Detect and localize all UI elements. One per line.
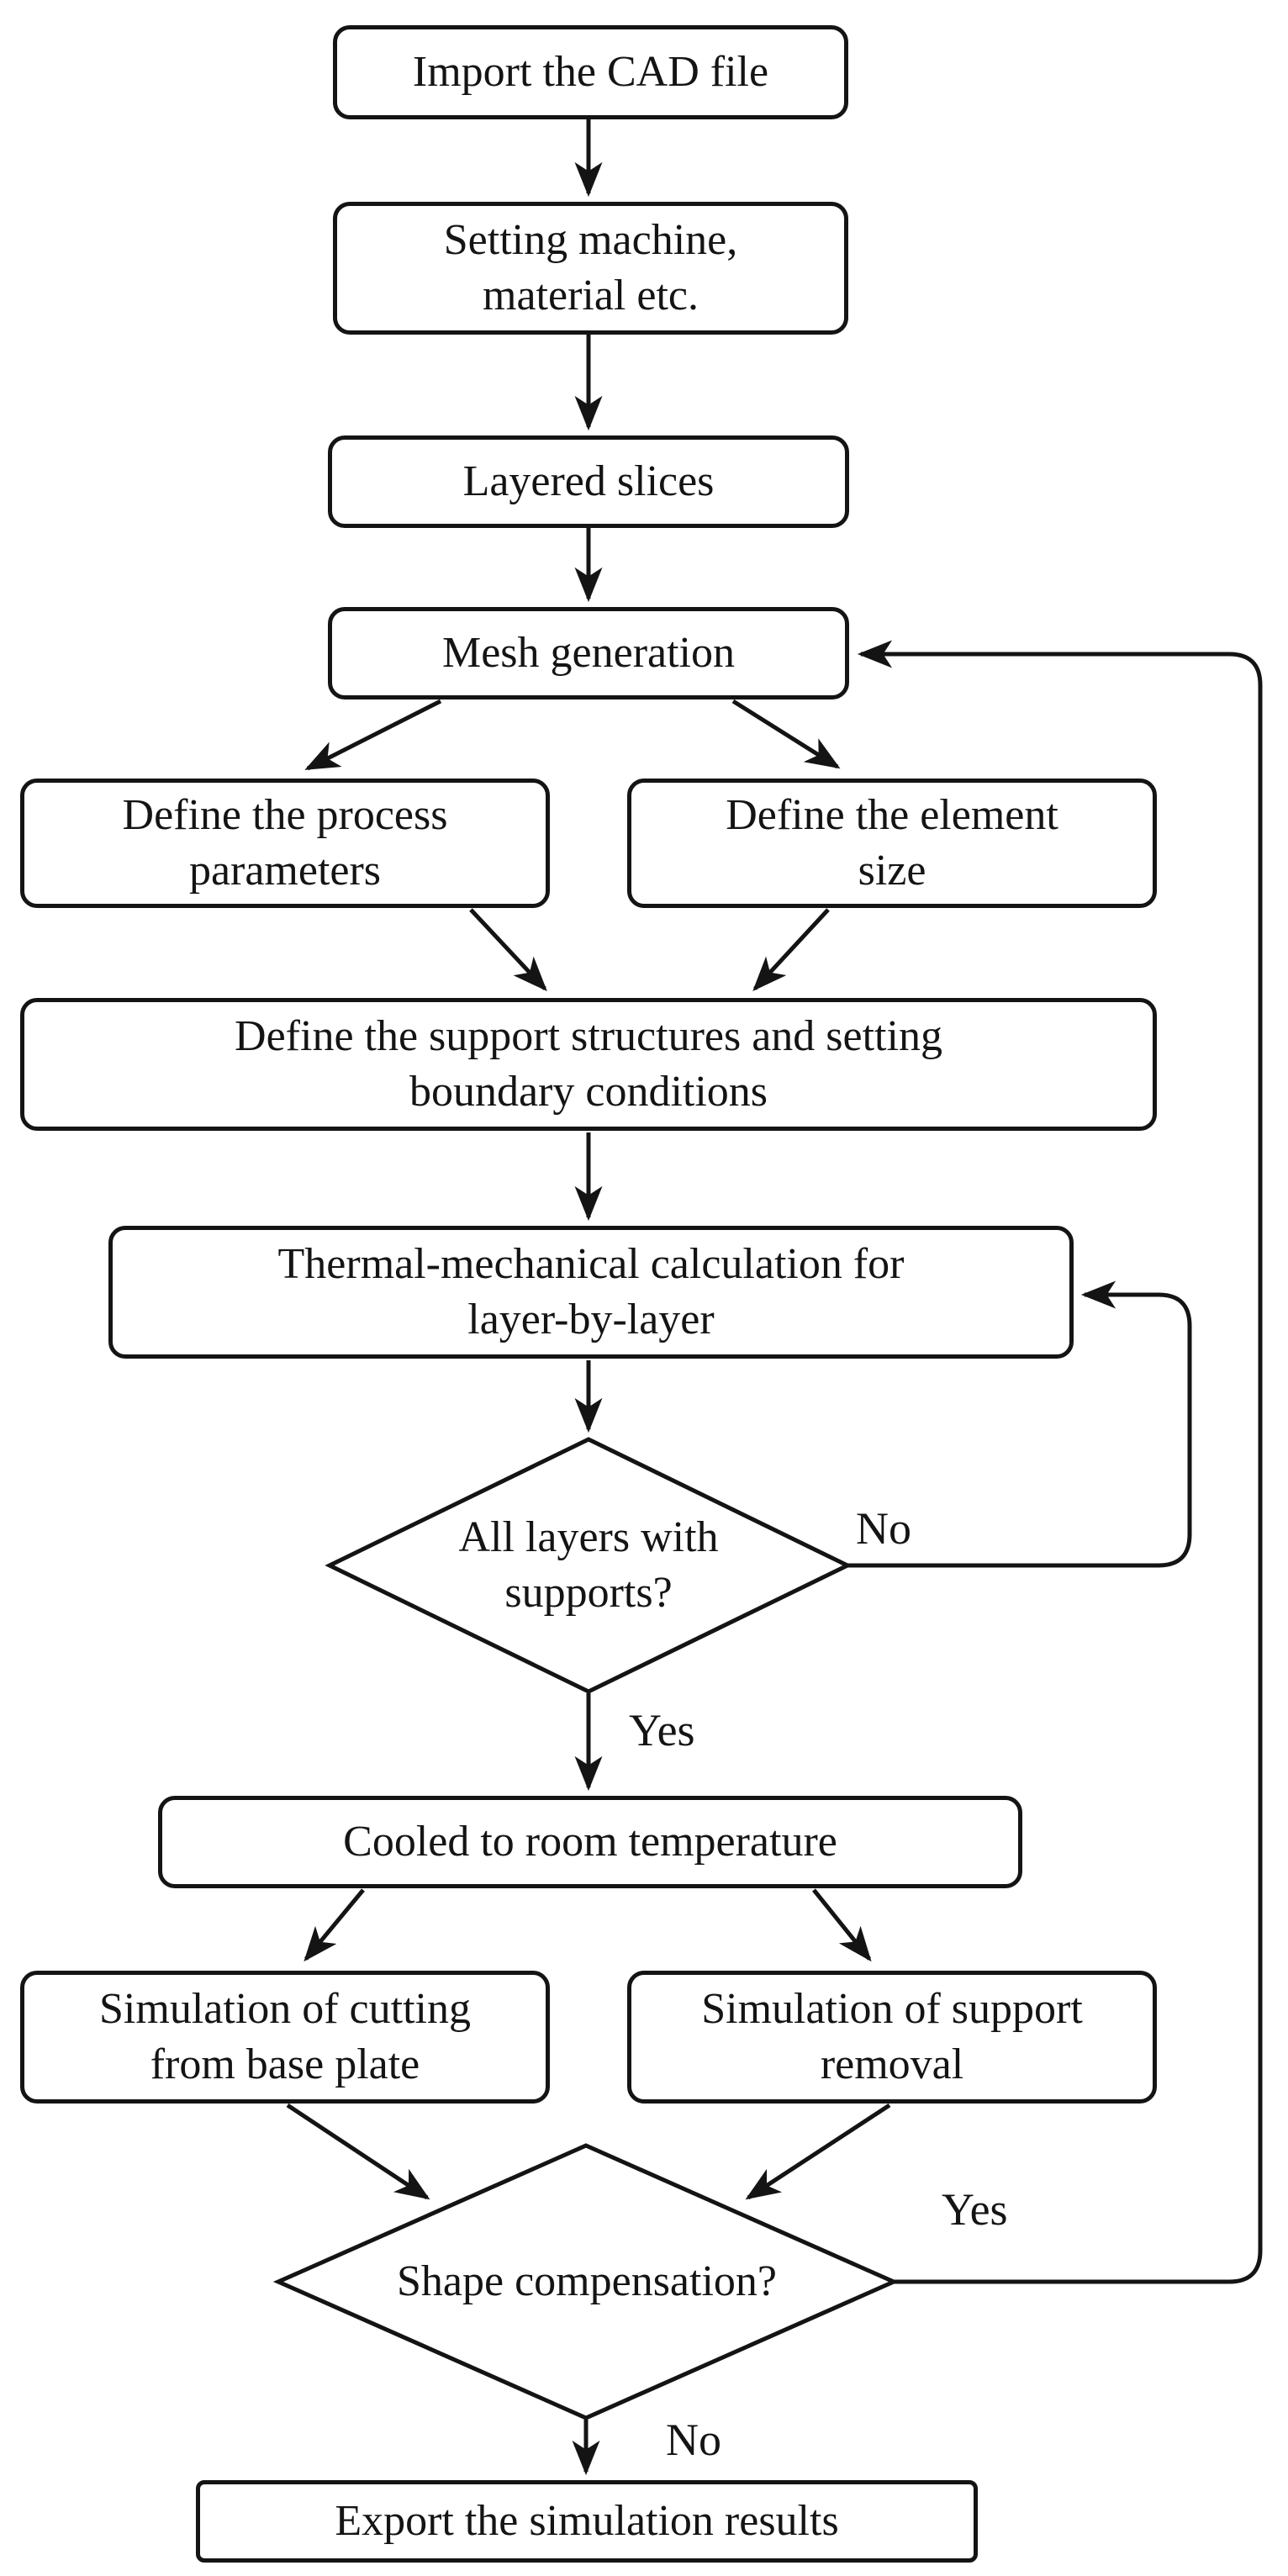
node-define-element-size: Define the element size: [627, 779, 1157, 908]
edge-label-shape-compensation-yes: Yes: [942, 2184, 1008, 2235]
edge-removal-to-shape-decision: [745, 2103, 891, 2200]
edge-process-parameters-to-support: [469, 908, 547, 992]
node-mesh-generation: Mesh generation: [328, 607, 849, 699]
node-define-support-structures: Define the support structures and settin…: [20, 998, 1157, 1131]
node-thermal-mechanical-calculation: Thermal-mechanical calculation for layer…: [108, 1226, 1074, 1359]
node-export-results: Export the simulation results: [196, 2480, 978, 2563]
edge-mesh-to-element-size: [731, 699, 841, 769]
node-simulation-cutting: Simulation of cutting from base plate: [20, 1971, 550, 2104]
edge-cooled-to-removal: [812, 1888, 872, 1962]
node-layered-slices: Layered slices: [328, 435, 849, 528]
edge-cooled-to-cutting: [304, 1888, 365, 1962]
edge-label-all-layers-no: No: [856, 1503, 911, 1554]
edge-shape-decision-yes-loop: [857, 640, 1263, 2284]
edge-mesh-to-process-parameters: [304, 699, 442, 771]
decision-label-all-layers: All layers with supports?: [458, 1513, 719, 1617]
decision-label-shape-compensation: Shape compensation?: [397, 2257, 777, 2305]
edge-all-layers-no-loop: [847, 1280, 1192, 1568]
edge-label-all-layers-yes: Yes: [629, 1705, 695, 1755]
edge-element-size-to-support: [752, 908, 830, 992]
edge-cutting-to-shape-decision: [286, 2103, 430, 2200]
node-setting-machine: Setting machine, material etc.: [333, 202, 848, 335]
diamond-all-layers: [325, 1437, 853, 1694]
edge-label-shape-compensation-no: No: [666, 2415, 721, 2465]
node-import-cad: Import the CAD file: [333, 25, 848, 119]
node-define-process-parameters: Define the process parameters: [20, 779, 550, 908]
node-simulation-support-removal: Simulation of support removal: [627, 1971, 1157, 2104]
diamond-shape-compensation: [272, 2143, 900, 2420]
node-cooled-room-temperature: Cooled to room temperature: [158, 1796, 1022, 1888]
